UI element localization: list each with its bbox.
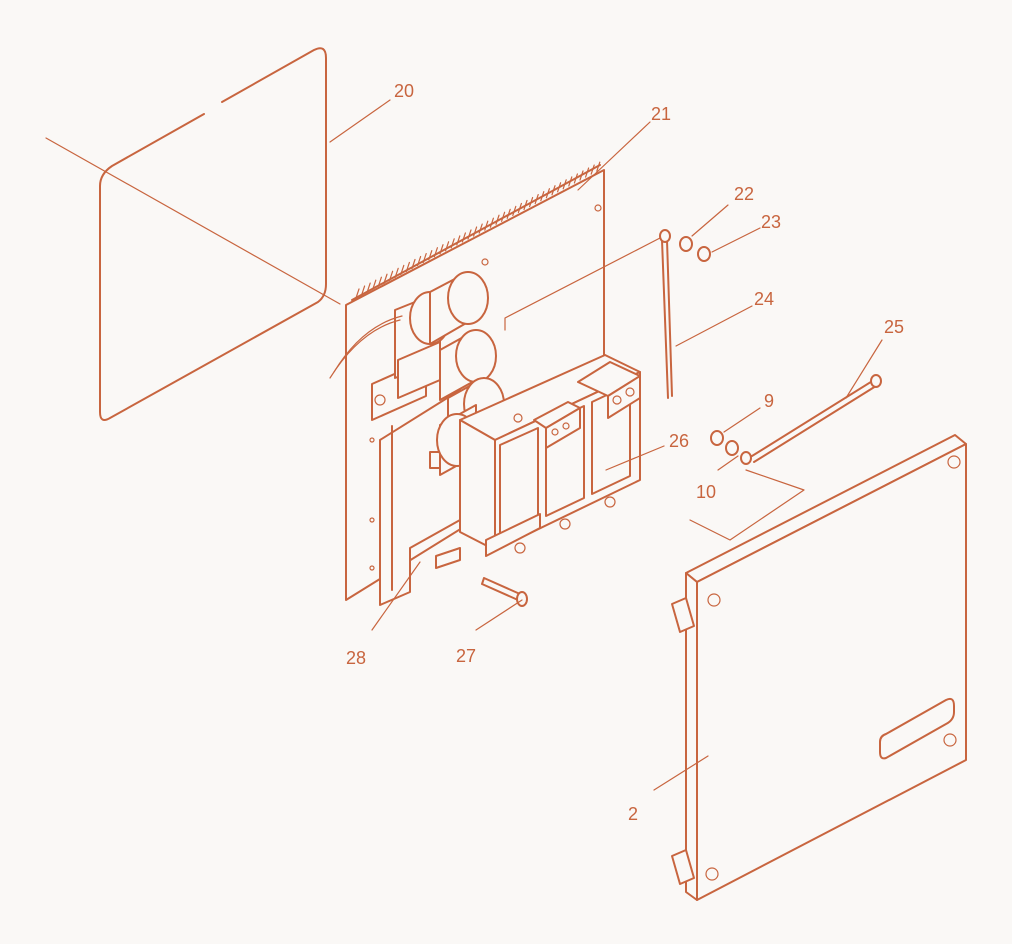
callout-21: 21	[651, 104, 671, 124]
heatsink-fin	[439, 244, 444, 255]
heatsink-fin	[501, 211, 506, 222]
heatsink-fin	[445, 241, 450, 252]
gasket-frame-part-20	[45, 47, 341, 421]
heatsink-fin	[383, 273, 388, 284]
heatsink-fin	[428, 250, 433, 261]
heatsink-fin	[377, 276, 382, 287]
heatsink-fin	[573, 173, 579, 184]
heatsink-fin	[450, 238, 455, 249]
callout-2: 2	[628, 804, 638, 824]
heatsink-fin	[372, 279, 377, 290]
heatsink-fin	[461, 232, 466, 243]
heatsink-fin	[506, 208, 511, 219]
heatsink-fin	[473, 226, 478, 237]
heatsink-fin	[355, 288, 360, 299]
heatsink-fin	[366, 282, 371, 293]
callout-22: 22	[734, 184, 754, 204]
heatsink-fin	[534, 194, 539, 205]
heatsink-fin	[562, 179, 567, 190]
heatsink-fin	[405, 261, 410, 273]
heatsink-fin	[528, 196, 534, 208]
heatsink-fin	[495, 214, 500, 225]
ground-strap-part-25	[689, 374, 882, 541]
heatsink-fin	[394, 267, 399, 278]
callout-9: 9	[764, 391, 774, 411]
heatsink-fin	[389, 270, 394, 281]
callout-26: 26	[669, 431, 689, 451]
heatsink-fin	[422, 253, 427, 264]
callout-labels: 20 21 22 23 24 25 9 10 26 28 27 2	[346, 81, 904, 824]
heatsink-fin	[590, 164, 595, 175]
heatsink-fin	[478, 223, 483, 234]
heatsink-fin	[411, 258, 416, 270]
callout-leaders	[329, 99, 883, 791]
heatsink-fin	[456, 235, 461, 246]
circuit-board-part-28	[435, 547, 461, 569]
callout-23: 23	[761, 212, 781, 232]
heatsink-fin	[545, 188, 551, 199]
washer-part-22	[679, 236, 693, 252]
heatsink-fin	[551, 185, 556, 196]
heatsink-fin	[596, 161, 601, 172]
heatsink-fin	[523, 199, 528, 211]
heatsink-fin	[400, 264, 405, 275]
heatsink-fin	[568, 176, 573, 187]
heatsink-fins	[355, 161, 601, 299]
callout-10: 10	[696, 482, 716, 502]
heatsink-fin	[433, 247, 438, 258]
heatsink-fin	[517, 202, 523, 214]
callout-28: 28	[346, 648, 366, 668]
screw-part-27	[481, 577, 528, 607]
heatsink-fin	[361, 285, 366, 296]
heatsink-fin	[540, 191, 545, 202]
cover-door-part-2	[671, 434, 967, 901]
heatsink-fin	[484, 220, 489, 231]
callout-24: 24	[754, 289, 774, 309]
heatsink-fin	[512, 205, 517, 216]
callout-27: 27	[456, 646, 476, 666]
callout-25: 25	[884, 317, 904, 337]
heatsink-fin	[556, 182, 562, 193]
heatsink-fin	[579, 170, 584, 181]
callout-20: 20	[394, 81, 414, 101]
transformer-part-26	[459, 354, 641, 557]
heatsink-fin	[417, 255, 422, 267]
rod-part-24	[504, 229, 673, 399]
nut-part-23	[697, 246, 711, 262]
heatsink-fin	[584, 167, 590, 178]
nut-part-9	[710, 430, 724, 446]
heatsink-fin	[467, 229, 472, 240]
washer-part-10	[725, 440, 739, 456]
heatsink-fin	[489, 217, 494, 228]
